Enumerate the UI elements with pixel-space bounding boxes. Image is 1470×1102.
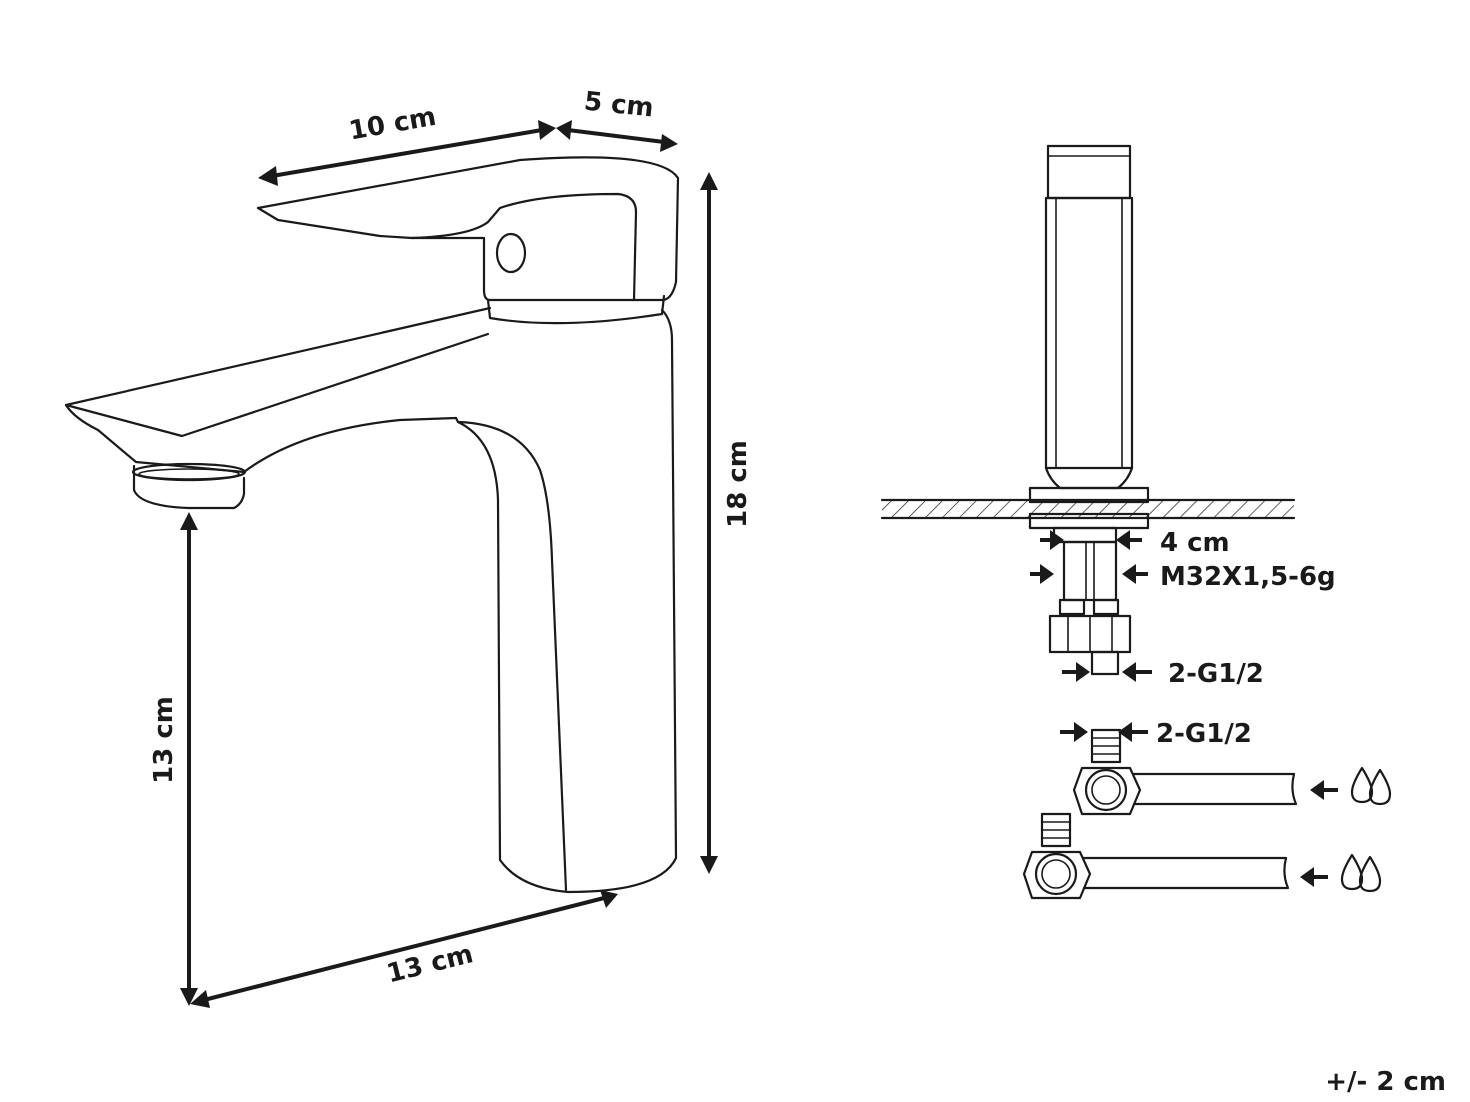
water-drops-icon (1340, 853, 1382, 893)
installation-drawing (880, 144, 1296, 676)
countertop (882, 500, 1294, 518)
installation-arrows (1030, 530, 1152, 742)
cartridge-cap (1046, 144, 1132, 200)
supply-pipe-1 (1072, 728, 1298, 816)
faucet-collar (486, 294, 666, 325)
shank-diameter-label: 4 cm (1160, 528, 1230, 558)
lever-length-label: 10 cm (347, 102, 439, 147)
thread-label: M32X1,5-6g (1160, 562, 1336, 592)
hose-connection-label: 2-G1/2 (1168, 659, 1264, 689)
faucet-drawing (64, 156, 680, 894)
total-height-label: 18 cm (723, 440, 753, 528)
faucet-body (454, 308, 678, 894)
faucet-aerator (132, 464, 246, 510)
spout-height-label: 13 cm (149, 696, 179, 784)
faucet-spout (64, 306, 492, 474)
body-column (1044, 196, 1134, 470)
faucet-lever (256, 156, 680, 302)
supply-pipe-2 (1022, 812, 1290, 900)
top-washer (1028, 486, 1150, 504)
supply-connection-label: 2-G1/2 (1156, 719, 1252, 749)
spout-reach-label: 13 cm (384, 939, 476, 989)
lever-screw (495, 232, 527, 274)
lever-depth-label: 5 cm (583, 86, 655, 123)
threaded-shank (1062, 540, 1118, 602)
tolerance-label: +/- 2 cm (1325, 1067, 1446, 1097)
water-drops-icon (1350, 766, 1392, 806)
dimension-arrows (180, 120, 718, 1008)
